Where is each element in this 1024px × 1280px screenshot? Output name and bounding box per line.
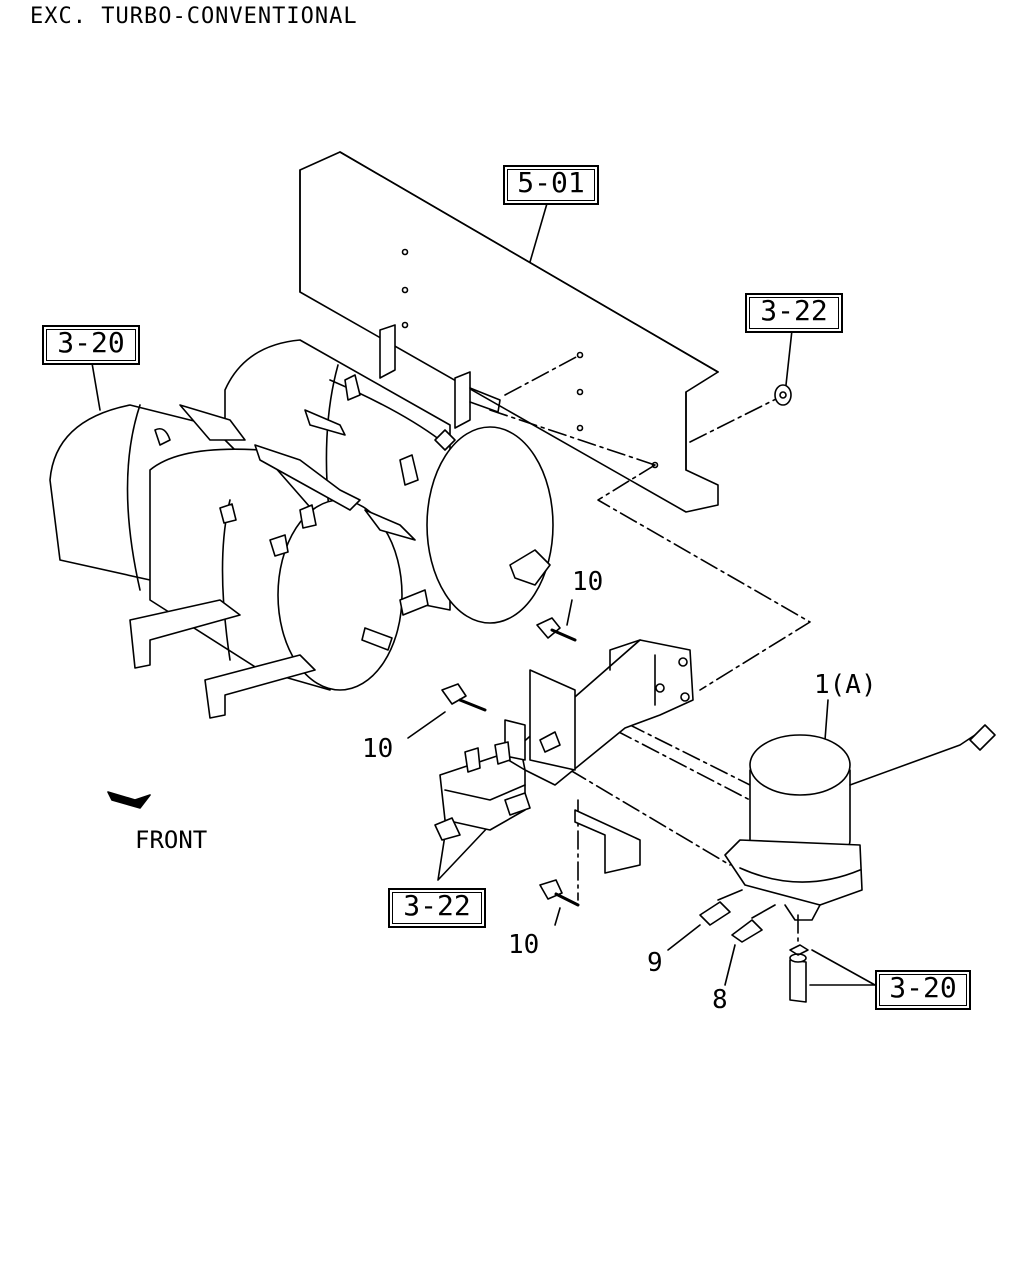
ref-box-nut: 3-22 [745,293,843,333]
ref-box-valve-border [392,892,482,924]
spacer [790,945,808,1002]
label-fitting-9: 9 [647,948,663,978]
label-dryer: 1(A) [814,670,877,700]
frame-rail [300,152,718,512]
callout-lines [92,200,875,985]
ref-box-frame-label: 5-01 [517,166,585,199]
mounting-bracket [505,640,693,873]
label-bolt-left: 10 [362,734,394,764]
ref-box-valve: 3-22 [388,888,486,928]
valve-assembly [435,742,530,840]
air-dryer [725,725,995,920]
ref-box-fitting-label: 3-20 [889,971,957,1004]
label-bolt-upper: 10 [572,567,604,597]
diagram-title: EXC. TURBO-CONVENTIONAL [30,4,358,29]
ref-box-tank-label: 3-20 [57,326,125,359]
label-fitting-8: 8 [712,985,728,1015]
air-tanks [50,325,553,718]
front-label: FRONT [135,826,208,854]
flange-nut [775,385,791,405]
ref-box-frame-border [507,169,595,201]
tank-front-right [150,449,402,690]
ref-box-nut-label: 3-22 [760,294,828,327]
ref-box-fitting-border [879,974,967,1006]
front-arrow [108,792,150,808]
ref-box-valve-label: 3-22 [403,889,471,922]
bolts [442,618,578,905]
label-bolt-lower: 10 [508,930,540,960]
ref-box-tank-border [46,329,136,361]
ref-box-fitting: 3-20 [875,970,971,1010]
fittings [700,890,775,942]
ref-box-frame: 5-01 [503,165,599,205]
ref-box-tank: 3-20 [42,325,140,365]
ref-box-nut-border [749,297,839,329]
